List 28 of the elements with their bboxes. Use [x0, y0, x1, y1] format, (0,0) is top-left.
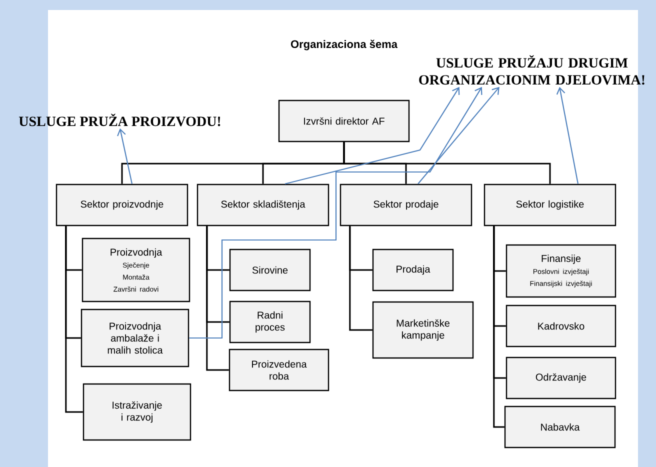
unit-box: Proizvodnja ambalaže i malih stolica [80, 308, 190, 368]
unit-box: Proizvedena roba [228, 348, 330, 392]
director-box: Izvršni direktor AF [278, 100, 410, 142]
arrow [418, 86, 500, 184]
unit-box: Radni proces [229, 300, 311, 344]
unit-box: Marketinške kampanje [372, 301, 474, 359]
arrow [284, 86, 460, 184]
unit-box: Sirovine [229, 248, 311, 292]
arrow [556, 86, 579, 184]
sector-box: Sektor proizvodnje [56, 184, 188, 226]
sector-box: Sektor prodaje [340, 184, 472, 226]
connector-line [349, 226, 372, 331]
connector-line [493, 226, 504, 428]
arrow [189, 86, 482, 339]
unit-box: Nabavka [504, 406, 616, 448]
callout-text: USLUGE PRUŽAJU DRUGIM ORGANIZACIONIM DJELOVIMA! [419, 55, 644, 85]
unit-box: Održavanje [506, 356, 616, 400]
unit-box: Istraživanje i razvoj [82, 383, 192, 441]
title: Organizaciona šema [290, 40, 398, 50]
callout-text: USLUGE PRUŽA PROIZVODU! [18, 114, 220, 126]
sector-box: Sektor logistike [484, 184, 616, 226]
connector-line [65, 226, 83, 413]
unit-box: Kadrovsko [506, 304, 616, 348]
arrow [117, 128, 133, 184]
unit-box: Prodaja [372, 248, 454, 292]
sector-box: Sektor skladištenja [196, 184, 330, 226]
connector-line [206, 226, 229, 371]
connector-line [343, 142, 551, 184]
